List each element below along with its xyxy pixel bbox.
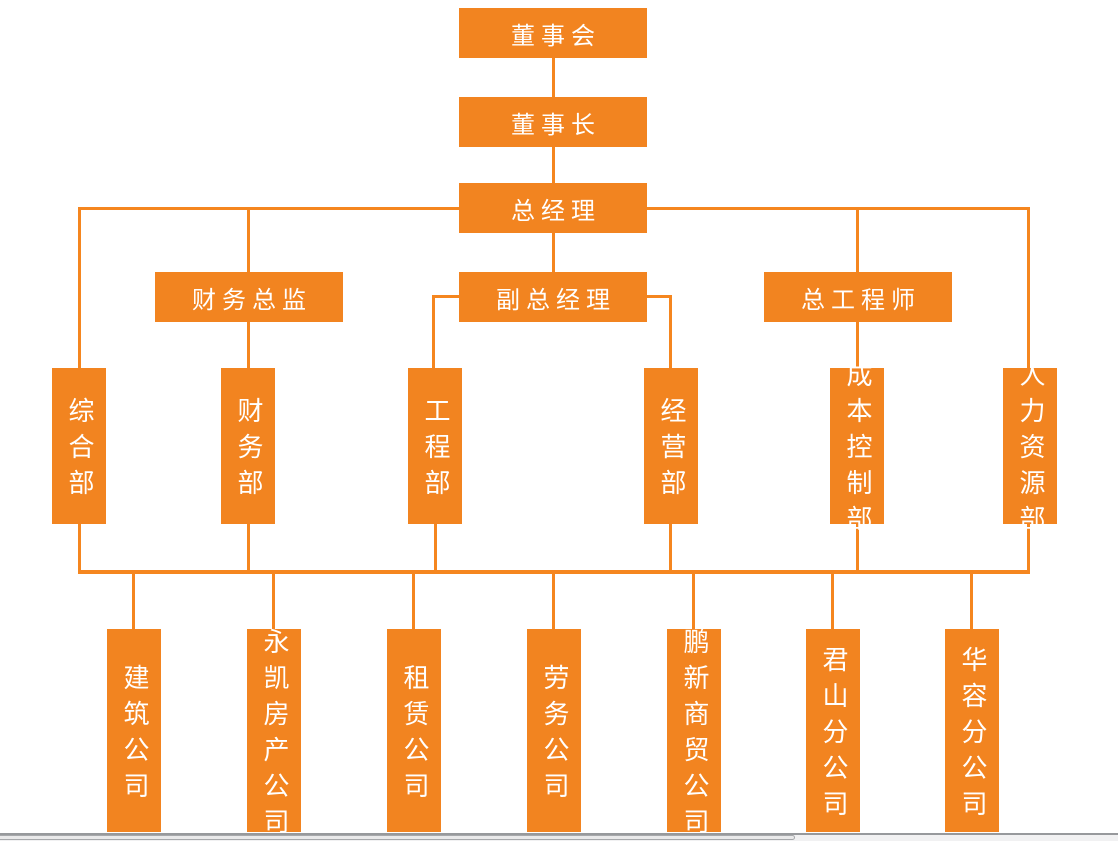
node-label: 综合部 bbox=[64, 397, 94, 505]
node-label: 副总经理 bbox=[496, 285, 616, 314]
node-dept-engineering: 工程部 bbox=[408, 368, 462, 524]
connector-deputy-right-h bbox=[646, 295, 672, 298]
node-label: 工程部 bbox=[420, 397, 450, 505]
node-board-of-directors: 董事会 bbox=[459, 8, 647, 58]
connector-bus-company3 bbox=[412, 570, 415, 629]
node-dept-finance: 财务部 bbox=[221, 368, 275, 524]
node-label: 总经理 bbox=[511, 196, 601, 225]
connector-bus-company4 bbox=[552, 570, 555, 629]
connector-bus-company6 bbox=[831, 570, 834, 629]
node-label: 人力资源部 bbox=[1015, 361, 1045, 541]
connector-dept6-bus bbox=[1027, 524, 1030, 571]
node-dept-human-resources: 人力资源部 bbox=[1003, 361, 1057, 541]
connector-bus-company7 bbox=[970, 570, 973, 629]
connector-bus-finance-director bbox=[247, 207, 250, 272]
node-label: 建筑公司 bbox=[119, 663, 149, 808]
horizontal-scrollbar-thumb[interactable] bbox=[0, 835, 795, 840]
node-dept-cost-control: 成本控制部 bbox=[830, 361, 884, 541]
node-company-huarong-branch: 华容分公司 bbox=[945, 629, 999, 832]
node-company-leasing: 租赁公司 bbox=[387, 629, 441, 832]
connector-dept3-bus bbox=[434, 524, 437, 571]
connector-gm-deputy bbox=[552, 233, 555, 272]
node-company-pengxin-trading: 鹏新商贸公司 bbox=[667, 628, 721, 841]
node-dept-general: 综合部 bbox=[52, 368, 106, 524]
connector-dept2-bus bbox=[247, 524, 250, 571]
node-label: 董事长 bbox=[511, 110, 601, 139]
connector-deputy-business-dept bbox=[669, 295, 672, 368]
node-chairman: 董事长 bbox=[459, 97, 647, 147]
node-company-construction: 建筑公司 bbox=[107, 629, 161, 832]
connector-deputy-left-h bbox=[432, 295, 460, 298]
connector-board-chairman bbox=[552, 58, 555, 97]
node-label: 永凯房产公司 bbox=[259, 627, 289, 841]
node-company-yongkai-realty: 永凯房产公司 bbox=[247, 628, 301, 841]
connector-bus-general-dept bbox=[78, 207, 81, 368]
connector-chairman-gm bbox=[552, 147, 555, 183]
node-company-labor-services: 劳务公司 bbox=[527, 629, 581, 832]
node-deputy-general-manager: 副总经理 bbox=[459, 272, 647, 322]
node-label: 经营部 bbox=[656, 397, 686, 505]
node-label: 华容分公司 bbox=[957, 645, 987, 826]
connector-deputy-engineering-dept bbox=[432, 295, 435, 368]
connector-bus-hr-dept bbox=[1027, 207, 1030, 368]
connector-bus-company5 bbox=[692, 570, 695, 629]
node-label: 劳务公司 bbox=[539, 663, 569, 808]
connector-dept5-bus bbox=[856, 524, 859, 571]
node-label: 成本控制部 bbox=[842, 361, 872, 541]
node-label: 财务部 bbox=[233, 397, 263, 505]
node-general-manager: 总经理 bbox=[459, 183, 647, 233]
connector-ce-costcontrol-dept bbox=[856, 322, 859, 368]
connector-bus-company1 bbox=[132, 570, 135, 629]
connector-fd-finance-dept bbox=[247, 322, 250, 368]
connector-dept1-bus bbox=[78, 524, 81, 571]
page-bottom-rule bbox=[0, 833, 1118, 835]
node-label: 租赁公司 bbox=[399, 663, 429, 808]
node-label: 鹏新商贸公司 bbox=[679, 627, 709, 841]
connector-bus-company2 bbox=[272, 570, 275, 629]
node-label: 财务总监 bbox=[192, 285, 312, 314]
node-label: 君山分公司 bbox=[818, 645, 848, 826]
node-label: 总工程师 bbox=[801, 285, 921, 314]
connector-dept4-bus bbox=[669, 524, 672, 571]
node-label: 董事会 bbox=[511, 21, 601, 50]
node-finance-director: 财务总监 bbox=[155, 272, 343, 322]
connector-bus-chief-engineer bbox=[856, 207, 859, 272]
node-chief-engineer: 总工程师 bbox=[764, 272, 952, 322]
node-dept-business: 经营部 bbox=[644, 368, 698, 524]
node-company-junshan-branch: 君山分公司 bbox=[806, 629, 860, 832]
